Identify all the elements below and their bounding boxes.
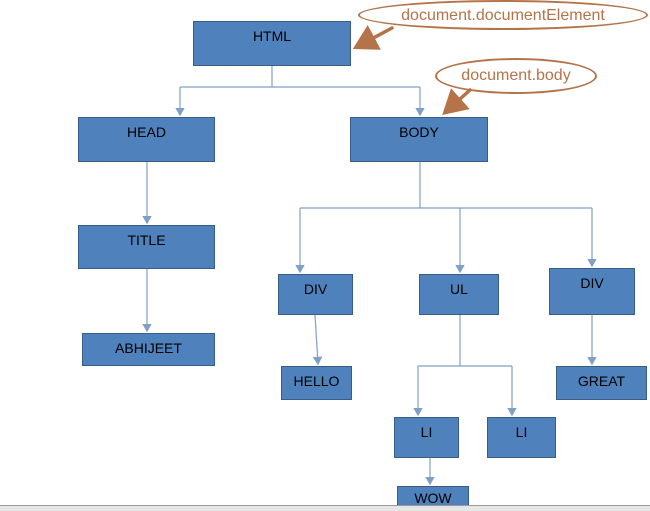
node-head: HEAD xyxy=(78,117,215,162)
node-div-2: DIV xyxy=(549,268,635,315)
node-great: GREAT xyxy=(556,366,647,400)
bottom-rule xyxy=(0,505,650,511)
connector-div1-hello xyxy=(312,314,323,366)
node-li-1: LI xyxy=(394,417,459,458)
node-hello: HELLO xyxy=(281,366,352,400)
node-html: HTML xyxy=(193,21,351,66)
node-abhijeet: ABHIJEET xyxy=(82,333,215,366)
node-title: TITLE xyxy=(78,225,215,269)
callout-document-body: document.body xyxy=(435,58,597,94)
callout-arrow-document-body xyxy=(442,88,472,116)
node-li-2: LI xyxy=(487,417,556,458)
node-ul: UL xyxy=(419,274,499,315)
callout-document-element: document.documentElement xyxy=(358,0,648,30)
callout-arrow-document-element xyxy=(352,25,394,50)
node-div-1: DIV xyxy=(278,274,353,315)
node-body: BODY xyxy=(350,117,488,162)
